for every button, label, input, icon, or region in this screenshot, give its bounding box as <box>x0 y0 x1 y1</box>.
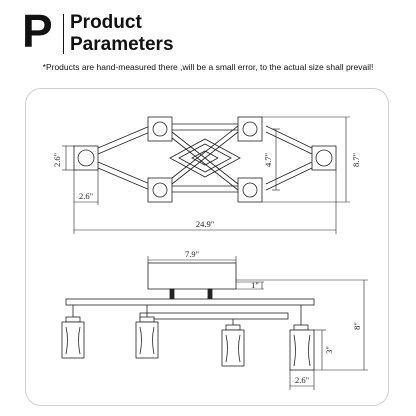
dim-top-overall-height: 8.7" <box>351 153 361 167</box>
side-view-canopy <box>147 262 237 290</box>
top-view <box>62 116 350 234</box>
side-view-shade-1 <box>61 316 85 359</box>
side-view <box>61 256 368 390</box>
title-line-1: Product <box>70 12 142 33</box>
side-view-stem-right <box>207 288 213 300</box>
top-view-lamp-right <box>311 145 337 171</box>
side-view-bar-lower <box>139 312 289 320</box>
top-view-lamp-upper-right <box>237 116 263 142</box>
title-line-2: Parameters <box>70 34 174 55</box>
dim-side-canopy-width: 7.9" <box>185 249 199 259</box>
dim-side-shade-width: 2.6" <box>295 375 309 385</box>
side-view-shade-2 <box>135 316 159 359</box>
top-view-dimensions <box>62 116 350 234</box>
dim-side-shade-height: 3" <box>324 346 334 354</box>
top-view-lamp-upper-left <box>147 116 173 142</box>
top-view-lamp-lower-left <box>147 177 173 203</box>
side-view-bar-upper <box>65 298 315 306</box>
top-view-lamp-left <box>73 145 99 171</box>
side-view-shade-3 <box>221 324 245 367</box>
dim-side-overall-height: 8" <box>352 322 362 330</box>
side-view-shade-4 <box>289 324 315 371</box>
dim-top-inner-height: 4.7" <box>263 153 273 167</box>
top-view-arms <box>97 123 313 193</box>
disclaimer-note: *Products are hand-measured there ,will … <box>42 62 374 72</box>
logo-letter: P <box>22 5 53 57</box>
top-view-lamp-lower-right <box>237 177 263 203</box>
header: P Product Parameters <box>0 0 416 60</box>
dim-top-end-box-width: 2.6" <box>79 191 93 201</box>
top-view-center-diamond <box>169 138 241 178</box>
dim-top-end-box-height: 2.6" <box>52 153 62 167</box>
dim-side-canopy-depth: 1" <box>251 280 259 290</box>
side-view-dimensions <box>147 256 368 390</box>
dim-top-overall-length: 24.9" <box>196 219 214 229</box>
diagram-frame <box>25 88 389 406</box>
side-view-stem-left <box>169 288 175 300</box>
header-divider <box>63 14 64 54</box>
